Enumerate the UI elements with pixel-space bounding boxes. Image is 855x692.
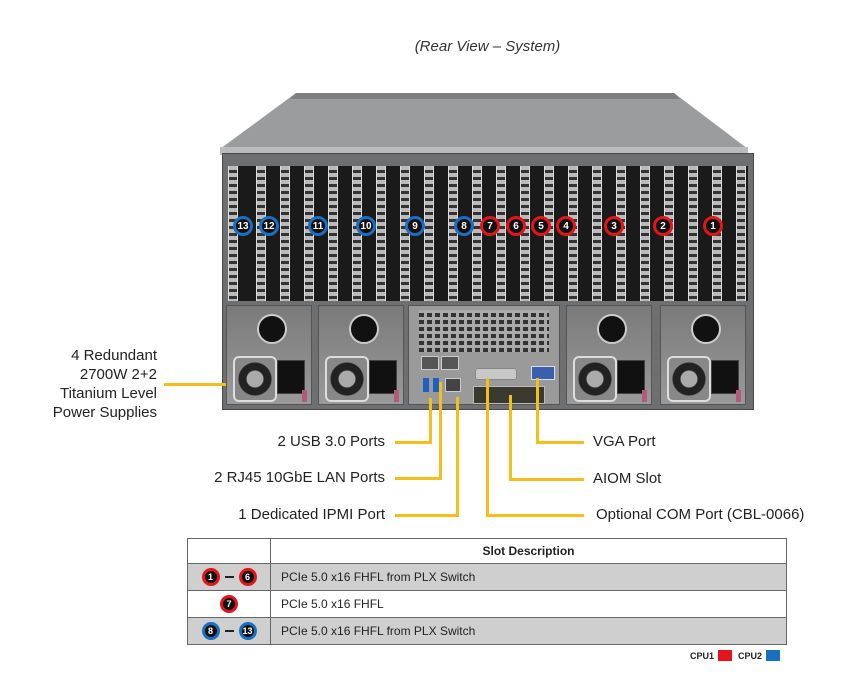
slot-range-cell: 8 13 (187, 617, 271, 645)
psu-bay-left (226, 305, 406, 408)
lan-port-1 (421, 356, 439, 370)
callout-com: Optional COM Port (CBL-0066) (596, 506, 805, 523)
ipmi-port (445, 378, 461, 392)
callout-line-ipmi (395, 514, 459, 517)
callout-line-aiom (509, 395, 512, 481)
callout-psu-line: Power Supplies (52, 404, 157, 421)
power-supply-3 (566, 305, 652, 405)
cpu-legend: CPU1 CPU2 (690, 650, 786, 661)
legend-cpu1-label: CPU1 (690, 650, 715, 661)
io-panel (408, 305, 560, 405)
slot-badge-3: 3 (604, 216, 624, 236)
callout-usb: 2 USB 3.0 Ports (277, 433, 385, 450)
power-socket-icon (617, 360, 645, 394)
power-supply-1 (226, 305, 312, 405)
slot-range-cell: 7 (187, 590, 271, 618)
slot-badge-11: 11 (308, 216, 328, 236)
slot-description: PCIe 5.0 x16 FHFL from PLX Switch (270, 563, 787, 591)
range-dash (224, 576, 234, 578)
slot-bracket (328, 166, 338, 301)
power-supply-4 (660, 305, 746, 405)
callout-ipmi: 1 Dedicated IPMI Port (238, 506, 385, 523)
slot-badge-13: 13 (233, 216, 253, 236)
power-socket-icon (277, 360, 305, 394)
callout-aiom: AIOM Slot (593, 470, 662, 487)
table-header-blank (187, 538, 271, 564)
view-caption: (Rear View – System) (414, 38, 561, 55)
slot-badge-4: 4 (556, 216, 576, 236)
usb-port-2 (433, 378, 439, 392)
power-socket-icon (711, 360, 739, 394)
slot-badge-9: 9 (405, 216, 425, 236)
legend-cpu2-label: CPU2 (738, 650, 763, 661)
chassis-top-cover (220, 93, 748, 155)
power-supply-2 (318, 305, 404, 405)
slot-bracket (472, 166, 482, 301)
slot-bracket (736, 166, 746, 301)
callout-lan: 2 RJ45 10GbE LAN Ports (214, 469, 385, 486)
callout-line-com (486, 378, 489, 517)
lan-port-2 (441, 356, 459, 370)
power-socket-icon (369, 360, 397, 394)
table-row: 8 13 PCIe 5.0 x16 FHFL from PLX Switch (187, 617, 787, 645)
callout-psu-line: Titanium Level (60, 385, 157, 402)
callout-line-usb (429, 398, 432, 444)
fan-icon (573, 356, 617, 402)
psu-bay-right (566, 305, 750, 408)
fan-icon (233, 356, 277, 402)
slot-badge: 13 (238, 622, 257, 640)
fan-icon (667, 356, 711, 402)
slot-bracket (280, 166, 290, 301)
slot-badge: 1 (201, 568, 220, 586)
callout-line-lan (439, 382, 442, 480)
slot-badge-1: 1 (703, 216, 723, 236)
slot-bracket (688, 166, 698, 301)
callout-line-vga (536, 378, 539, 444)
table-header-row: Slot Description (187, 538, 787, 564)
callout-line-usb (395, 441, 432, 444)
callout-line-com (486, 514, 584, 517)
slot-badge-7: 7 (480, 216, 500, 236)
slot-bracket (376, 166, 386, 301)
slot-badge-6: 6 (506, 216, 526, 236)
callout-line-vga (536, 441, 584, 444)
slot-description: PCIe 5.0 x16 FHFL from PLX Switch (270, 617, 787, 645)
slot-description: PCIe 5.0 x16 FHFL (270, 590, 787, 618)
callout-vga: VGA Port (593, 433, 656, 450)
callout-line-ipmi (456, 397, 459, 517)
legend-cpu1-swatch (718, 650, 733, 661)
slot-badge-8: 8 (454, 216, 474, 236)
com-port-cover (475, 368, 517, 380)
callout-line-aiom (509, 478, 584, 481)
range-dash (224, 630, 234, 632)
slot-badge: 7 (220, 595, 238, 613)
slot-badge-5: 5 (531, 216, 551, 236)
slot-badge-10: 10 (356, 216, 376, 236)
callout-line-lan (395, 477, 442, 480)
callout-psu: 4 Redundant 2700W 2+2 Titanium Level Pow… (30, 346, 157, 422)
slot-bracket (424, 166, 434, 301)
slot-badge: 6 (238, 568, 257, 586)
table-header-slot-description: Slot Description (270, 538, 787, 564)
slot-bracket (592, 166, 602, 301)
slot-bracket (496, 166, 506, 301)
callout-psu-line: 4 Redundant (71, 347, 157, 364)
slot-bracket (640, 166, 650, 301)
slot-badge-12: 12 (259, 216, 279, 236)
callout-line-psu (164, 383, 226, 386)
legend-cpu2-swatch (766, 650, 781, 661)
table-row: 7 PCIe 5.0 x16 FHFL (187, 590, 787, 618)
vga-port (531, 366, 555, 380)
slot-badge-2: 2 (653, 216, 673, 236)
fan-icon (325, 356, 369, 402)
usb-port-1 (423, 378, 429, 392)
callout-psu-line: 2700W 2+2 (79, 366, 157, 383)
slot-badge: 8 (201, 622, 220, 640)
